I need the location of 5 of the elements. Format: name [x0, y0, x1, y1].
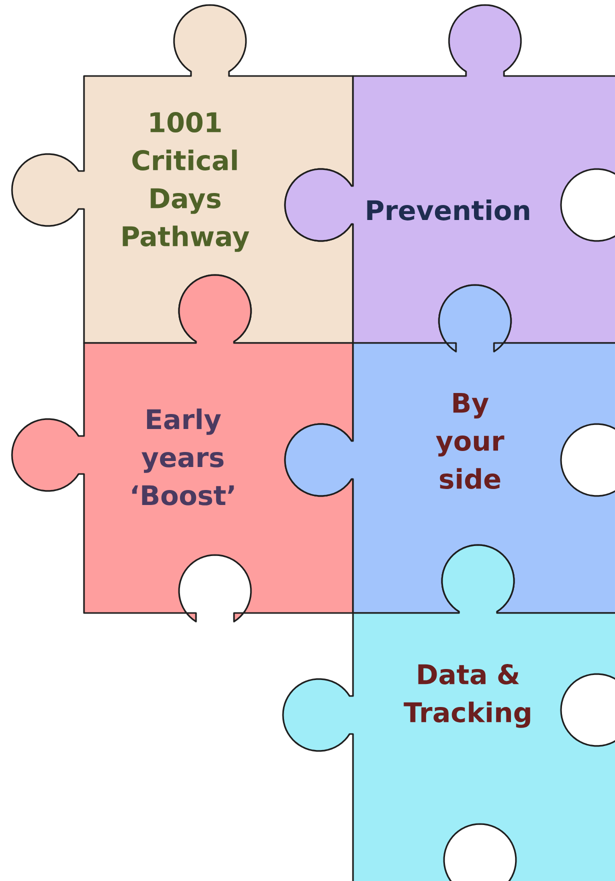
puzzle-piece: Data & Tracking — [282, 544, 615, 881]
puzzle-piece: 1001 Critical Days Pathway — [11, 4, 354, 344]
puzzle-piece: By your side — [284, 284, 615, 614]
puzzle-piece: Early years ‘Boost’ — [11, 274, 354, 622]
puzzle-piece: Prevention — [284, 4, 615, 352]
